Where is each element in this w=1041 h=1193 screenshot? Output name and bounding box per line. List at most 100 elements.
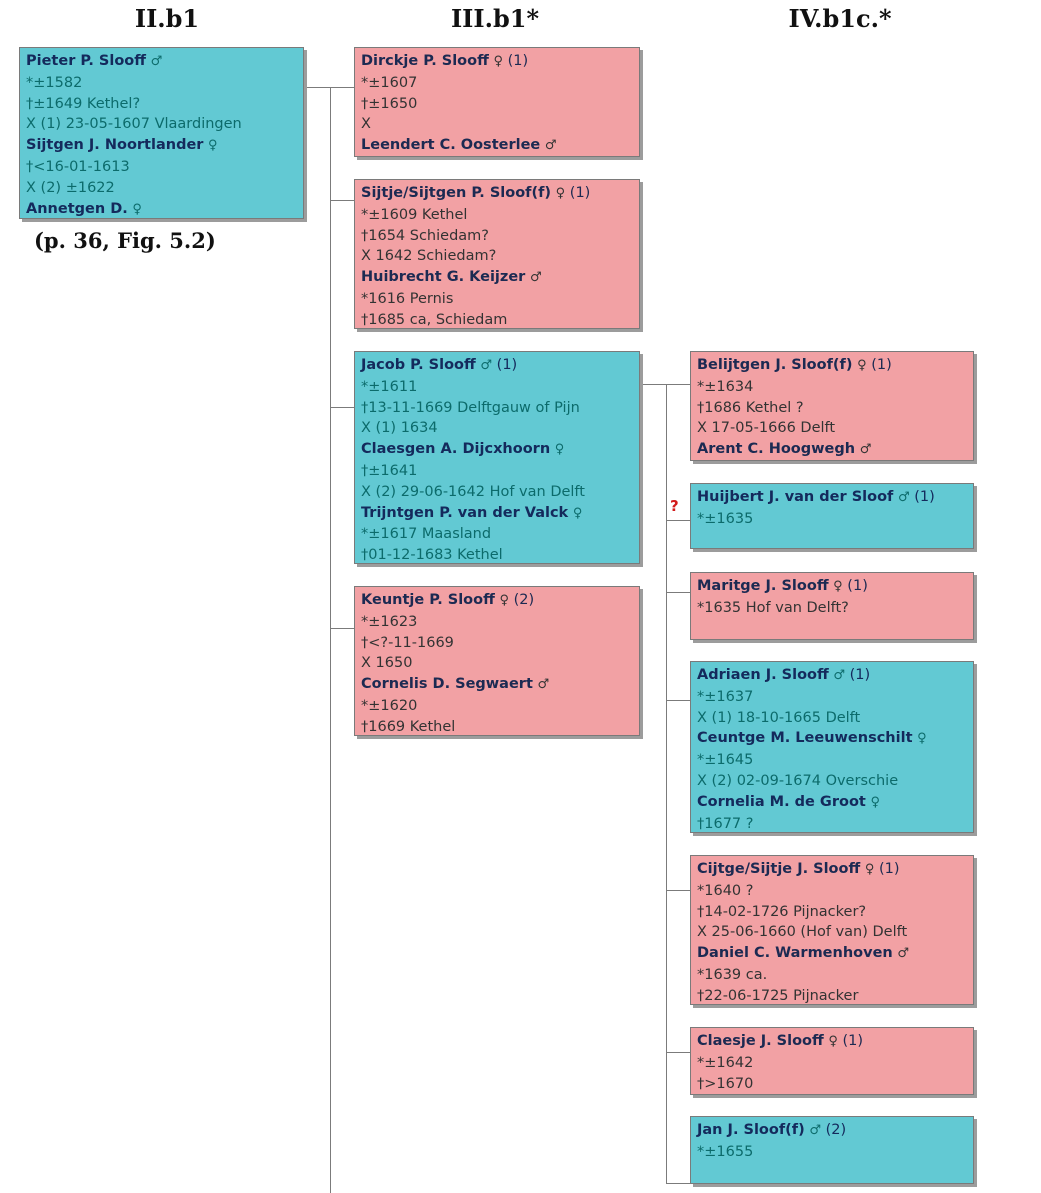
death-line: †13-11-1669 Delftgauw of Pijn [361,399,580,416]
female-icon: ♀ [917,731,927,747]
birth-line: *±1611 [361,378,418,395]
marriage-line: X (2) 02-09-1674 Overschie [697,772,899,789]
female-icon: ♀ [208,138,218,154]
male-icon: ♂ [544,138,557,154]
male-icon: ♂ [833,668,846,683]
birth-line: *±1582 [26,74,83,91]
person-name: Claesje J. Slooff ♀ (1) [697,1033,864,1049]
marriage-line: X (1) 23-05-1607 Vlaardingen [26,116,242,133]
person-box-belijtgen[interactable]: Belijtgen J. Sloof(f) ♀ (1) *±1634 †1686… [690,351,974,461]
birth-line: *±1655 [697,1143,754,1160]
male-icon: ♂ [537,677,550,693]
marriage-line: X 17-05-1666 Delft [697,420,836,437]
person-box-dirckje[interactable]: Dirckje P. Slooff ♀ (1) *±1607 †±1650 X … [354,47,640,157]
generation-header-iii: III.b1* [450,4,540,33]
death-line: †1686 Kethel ? [697,399,804,416]
person-box-huijbert[interactable]: Huijbert J. van der Sloof ♂ (1) *±1635 [690,483,974,549]
death-line: †1685 ca, Schiedam [361,311,508,328]
person-name: Jan J. Sloof(f) ♂ (2) [697,1122,847,1138]
person-box-cijtge[interactable]: Cijtge/Sijtje J. Slooff ♀ (1) *1640 ? †1… [690,855,974,1005]
male-icon: ♂ [480,358,493,373]
connector-branch-claesje [666,1052,690,1053]
death-line: †±1641 [361,462,418,479]
person-name: Pieter P. Slooff ♂ [26,53,163,69]
death-line: †<16-01-1613 [26,158,130,175]
female-icon: ♀ [828,1034,838,1049]
connector-gen3-trunk [330,87,331,1193]
figure-reference: (p. 36, Fig. 5.2) [34,228,216,253]
marriage-line: X (1) 18-10-1665 Delft [697,709,861,726]
birth-line: *±1607 [361,74,418,91]
generation-header-iv: IV.b1c.* [788,4,892,33]
person-name: Belijtgen J. Sloof(f) ♀ (1) [697,357,892,373]
spouse-name: Ceuntge M. Leeuwenschilt ♀ [697,730,927,747]
spouse-name: Cornelis D. Segwaert ♂ [361,676,550,693]
person-box-keuntje[interactable]: Keuntje P. Slooff ♀ (2) *±1623 †<?-11-16… [354,586,640,736]
birth-line: *1635 Hof van Delft? [697,599,849,616]
connector-branch-jan [666,1183,690,1184]
marriage-line: X 1650 [361,655,413,672]
birth-line: *±1623 [361,613,418,630]
birth-line: *±1620 [361,697,418,714]
male-icon: ♂ [897,490,910,505]
male-icon: ♂ [859,442,872,458]
death-line: †01-12-1683 Kethel [361,547,503,564]
male-icon: ♂ [809,1123,821,1138]
person-box-maritge[interactable]: Maritge J. Slooff ♀ (1) *1635 Hof van De… [690,572,974,640]
death-line: †±1649 Kethel? [26,95,141,112]
marriage-line: X 25-06-1660 (Hof van) Delft [697,924,908,941]
spouse-name: Sijtgen J. Noortlander ♀ [26,137,218,154]
female-icon: ♀ [555,186,566,201]
birth-line: *±1609 Kethel [361,206,468,223]
connector-branch-sijtje [330,200,354,201]
connector-branch-cijtge [666,890,690,891]
marriage-line: X (2) ±1622 [26,179,115,196]
connector-branch-keuntje [330,628,354,629]
death-line: †1669 Kethel [361,718,456,735]
person-box-sijtje[interactable]: Sijtje/Sijtgen P. Sloof(f) ♀ (1) *±1609 … [354,179,640,329]
death-line: †>1670 [697,1075,754,1092]
female-icon: ♀ [554,442,565,458]
birth-line: *±1635 [697,510,754,527]
male-icon: ♂ [529,270,542,286]
person-box-claesje[interactable]: Claesje J. Slooff ♀ (1) *±1642 †>1670 [690,1027,974,1095]
person-box-adriaen[interactable]: Adriaen J. Slooff ♂ (1) *±1637 X (1) 18-… [690,661,974,833]
female-icon: ♀ [499,593,509,608]
person-box-jan[interactable]: Jan J. Sloof(f) ♂ (2) *±1655 [690,1116,974,1184]
marriage-line: X (2) 29-06-1642 Hof van Delft [361,483,585,500]
person-box-jacob[interactable]: Jacob P. Slooff ♂ (1) *±1611 †13-11-1669… [354,351,640,564]
birth-line: *±1642 [697,1054,754,1071]
person-name: Keuntje P. Slooff ♀ (2) [361,592,535,608]
connector-gen3-stub [640,384,666,385]
female-icon: ♀ [132,201,142,217]
birth-line: *±1637 [697,688,754,705]
spouse-name: Leendert C. Oosterlee ♂ [361,137,557,154]
person-box-pieter[interactable]: Pieter P. Slooff ♂ *±1582 †±1649 Kethel?… [19,47,304,219]
spouse-name: Trijntgen P. van der Valck ♀ [361,504,583,521]
spouse-name: Cornelia M. de Groot ♀ [697,793,880,810]
female-icon: ♀ [870,794,880,810]
birth-line: *1640 ? [697,882,754,899]
connector-gen2-stub [304,87,330,88]
connector-branch-dirckje [330,87,354,88]
person-name: Sijtje/Sijtgen P. Sloof(f) ♀ (1) [361,185,591,201]
connector-branch-jacob [330,407,354,408]
death-line: †1654 Schiedam? [361,227,489,244]
person-name: Dirckje P. Slooff ♀ (1) [361,53,529,69]
birth-line: *±1617 Maasland [361,526,492,543]
spouse-name: Huibrecht G. Keijzer ♂ [361,269,542,286]
female-icon: ♀ [493,54,503,69]
generation-header-ii: II.b1 [134,4,200,33]
connector-gen4-trunk [666,384,667,1183]
death-line: †22-06-1725 Pijnacker [697,987,859,1004]
spouse-name: Daniel C. Warmenhoven ♂ [697,945,910,962]
person-name: Huijbert J. van der Sloof ♂ (1) [697,489,935,505]
spouse-name: Annetgen D. ♀ [26,200,142,217]
death-line: †±1650 [361,95,418,112]
person-name: Adriaen J. Slooff ♂ (1) [697,667,871,683]
birth-line: *1639 ca. [697,966,768,983]
birth-line: *1616 Pernis [361,290,454,307]
person-name: Jacob P. Slooff ♂ (1) [361,357,518,373]
male-icon: ♂ [150,54,163,69]
spouse-name: Claesgen A. Dijcxhoorn ♀ [361,441,565,458]
